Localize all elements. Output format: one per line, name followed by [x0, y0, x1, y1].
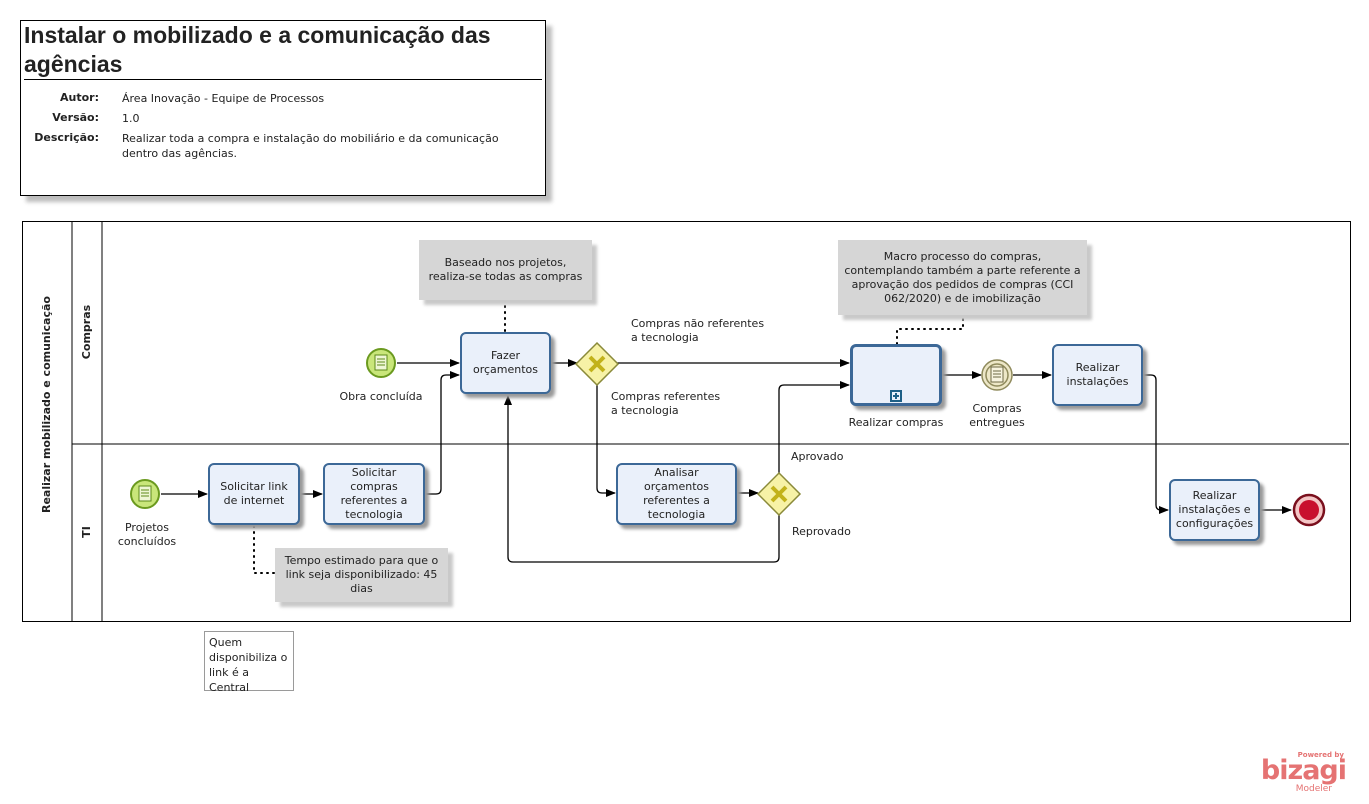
- intermediate-event-compras-entregues: [981, 359, 1013, 391]
- exclusive-gateway-aprovacao: [756, 471, 802, 517]
- task-fazer-orcamentos[interactable]: Fazer orçamentos: [460, 332, 551, 394]
- text-note-central: Quem disponibiliza o link é a Central: [204, 631, 294, 694]
- task-label: Realizar instalações: [1066, 361, 1129, 388]
- annotation-text: Tempo estimado para que o link seja disp…: [284, 554, 439, 595]
- flow-label-ref: Compras referentes a tecnologia: [611, 390, 721, 417]
- task-analisar-orcamentos[interactable]: Analisar orçamentos referentes a tecnolo…: [616, 463, 737, 525]
- author-label: Autor:: [60, 91, 99, 104]
- task-label: Realizar instalações e configurações: [1175, 489, 1254, 530]
- pool: [22, 221, 1351, 622]
- annotation-tempo-estimado: Tempo estimado para que o link seja disp…: [275, 548, 448, 602]
- end-event: [1292, 493, 1326, 527]
- annotation-macro-processo: Macro processo do compras, contemplando …: [838, 240, 1087, 315]
- description-value: Realizar toda a compra e instalação do m…: [122, 132, 499, 160]
- flow-instalacoes-to-config: [1143, 374, 1169, 514]
- process-header: Instalar o mobilizado e a comunicação da…: [20, 20, 546, 196]
- description-label: Descrição:: [34, 131, 99, 144]
- flow-label-reprovado: Reprovado: [792, 525, 851, 538]
- bizagi-logo: bizagi: [1260, 755, 1347, 786]
- version-value: 1.0: [122, 112, 140, 125]
- intermediate-label: Compras entregues: [969, 402, 1025, 429]
- task-label: Fazer orçamentos: [472, 349, 539, 376]
- flow-gateway-ref: [596, 384, 616, 497]
- lane-label-ti: TI: [80, 526, 93, 538]
- subprocess-label: Realizar compras: [848, 416, 944, 429]
- author-value: Área Inovação - Equipe de Processos: [122, 92, 325, 105]
- modeler-text: Modeler: [1295, 784, 1332, 794]
- flow-label-nao-ref: Compras não referentes a tecnologia: [631, 317, 765, 344]
- task-solicitar-link[interactable]: Solicitar link de internet: [208, 463, 300, 525]
- flow-reprovado: [504, 395, 780, 563]
- start-event-ti: [130, 479, 160, 509]
- version-label: Versão:: [52, 111, 99, 124]
- task-realizar-instalacoes-config[interactable]: Realizar instalações e configurações: [1169, 479, 1260, 541]
- pool-label: Realizar mobilizado e comunicação: [40, 296, 53, 513]
- flow-aprovado: [778, 381, 850, 473]
- process-title: Instalar o mobilizado e a comunicação da…: [24, 21, 542, 80]
- task-label: Analisar orçamentos referentes a tecnolo…: [643, 466, 710, 521]
- powered-by-text: Powered by: [1297, 751, 1344, 759]
- flow-label-aprovado: Aprovado: [791, 450, 844, 463]
- annotation-orcamentos: Baseado nos projetos, realiza-se todas a…: [419, 240, 592, 300]
- start-compras-label: Obra concluída: [339, 390, 423, 403]
- subprocess-realizar-compras[interactable]: [850, 344, 942, 406]
- assoc-macro-note: [896, 314, 964, 345]
- task-solicitar-compras[interactable]: Solicitar compras referentes a tecnologi…: [323, 463, 425, 525]
- subprocess-marker-icon: [890, 390, 902, 402]
- task-realizar-instalacoes[interactable]: Realizar instalações: [1052, 344, 1143, 406]
- associations: [253, 299, 964, 574]
- annotation-text: Macro processo do compras, contemplando …: [844, 249, 1081, 305]
- lane-label-compras: Compras: [80, 304, 93, 360]
- sequence-flows: [161, 359, 1292, 563]
- exclusive-gateway-compras: [574, 341, 620, 387]
- assoc-tempo-note: [253, 525, 277, 574]
- note-text: Quem disponibiliza o link é a Central: [209, 636, 288, 694]
- start-ti-label: Projetos concluídos: [117, 521, 177, 548]
- flow-compras-to-orcamentos: [425, 371, 460, 495]
- start-event-compras: [366, 348, 396, 378]
- task-label: Solicitar link de internet: [220, 480, 288, 507]
- task-label: Solicitar compras referentes a tecnologi…: [340, 466, 408, 521]
- annotation-text: Baseado nos projetos, realiza-se todas a…: [428, 256, 583, 283]
